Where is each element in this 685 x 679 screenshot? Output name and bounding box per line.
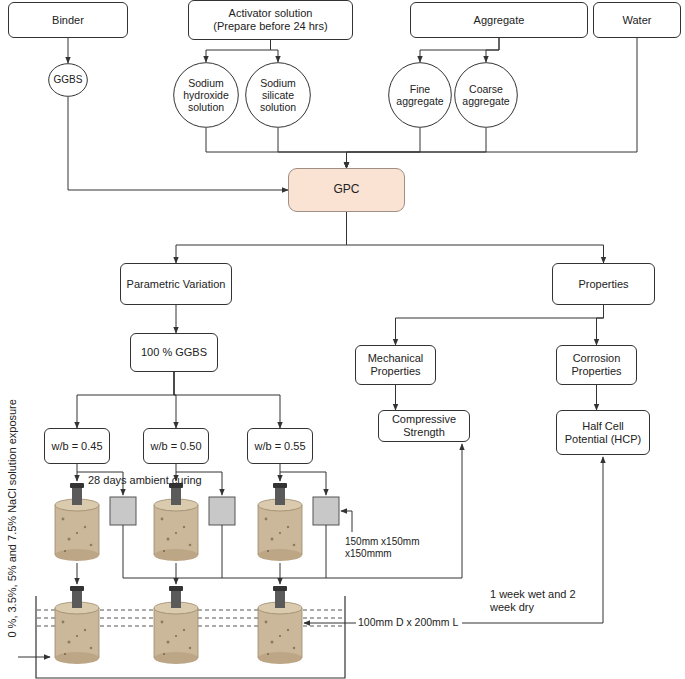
cylinder-specimen <box>55 586 99 664</box>
process-box: Water <box>593 2 681 38</box>
node-text: Binder <box>52 14 84 27</box>
process-box: Activator solution (Prepare before 24 hr… <box>188 0 353 40</box>
cube-specimen <box>110 497 136 525</box>
process-box: Properties <box>552 263 655 305</box>
node-text: Properties <box>578 278 628 291</box>
cylinder-specimen <box>258 586 302 664</box>
cylinder-specimen <box>258 483 302 561</box>
flow-arrow <box>176 305 177 333</box>
material-circle: Sodium silicate solution <box>245 62 311 128</box>
circle-shape <box>174 63 239 128</box>
flow-arrow <box>395 385 396 410</box>
material-circle: Sodium hydroxide solution <box>173 62 239 128</box>
node-text: Parametric Variation <box>127 278 226 291</box>
node-text: w/b = 0.45 <box>51 440 102 453</box>
flow-arrow <box>77 372 174 428</box>
node-text: Mechanical Properties <box>362 352 429 377</box>
material-circle: Coarse aggregate <box>454 62 518 128</box>
process-box: w/b = 0.45 <box>44 428 110 464</box>
flow-arrow <box>68 38 69 63</box>
flow-arrow <box>278 128 347 168</box>
process-box: GPC <box>288 168 405 212</box>
test-line <box>326 525 327 578</box>
node-text: Water <box>623 14 652 27</box>
exposure-arrow <box>176 563 177 584</box>
specimen-illustration <box>18 444 603 678</box>
connector-layer <box>68 38 637 428</box>
node-text: Sodium hydroxide solution <box>181 77 231 113</box>
node-text: Fine aggregate <box>396 83 444 107</box>
flow-arrow <box>176 212 347 263</box>
process-box: Half Cell Potential (HCP) <box>556 410 650 455</box>
test-arrow <box>462 457 603 623</box>
dimension-arrow <box>304 623 356 624</box>
process-box: w/b = 0.50 <box>143 428 209 464</box>
process-box: Corrosion Properties <box>556 345 637 385</box>
annotation-label: 100mm D x 200mm L <box>358 616 468 628</box>
cube-specimen <box>313 497 339 525</box>
flow-arrow <box>396 305 604 345</box>
cube-specimen <box>209 497 235 525</box>
material-circle: GGBS <box>48 63 88 97</box>
flow-arrow <box>596 385 597 410</box>
casting-arrow <box>280 472 326 495</box>
dimension-arrow <box>341 511 352 532</box>
annotation-label: 150mm x150mm x150mmm <box>345 536 457 559</box>
material-circle: Fine aggregate <box>388 62 452 128</box>
circle-shape <box>389 63 452 128</box>
process-box: Mechanical Properties <box>355 345 436 385</box>
flow-arrow <box>347 128 487 168</box>
node-text: Half Cell Potential (HCP) <box>563 420 643 445</box>
node-text: 100 % GGBS <box>141 346 207 359</box>
flow-arrow <box>597 305 604 345</box>
node-text: w/b = 0.50 <box>150 440 201 453</box>
test-arrow <box>123 444 462 578</box>
exposure-arrow <box>18 657 50 658</box>
cylinder-specimen <box>154 586 198 664</box>
process-box: Parametric Variation <box>120 263 232 305</box>
process-box: Binder <box>8 2 128 38</box>
annotation-label: 28 days ambient curing <box>88 474 258 487</box>
process-box: w/b = 0.55 <box>247 428 313 464</box>
process-box: Compressive Strength <box>378 410 470 442</box>
flow-arrow <box>271 40 279 62</box>
test-line <box>222 525 223 578</box>
exposure-arrow <box>280 563 281 584</box>
flow-arrow <box>347 128 421 168</box>
flow-arrow <box>347 38 638 168</box>
circle-shape <box>455 63 518 128</box>
exposure-arrow <box>77 563 78 584</box>
node-text: w/b = 0.55 <box>254 440 305 453</box>
flow-arrow <box>347 212 604 263</box>
node-text: Sodium silicate solution <box>253 77 303 113</box>
process-box: 100 % GGBS <box>130 333 218 372</box>
cylinder-specimen <box>154 483 198 561</box>
node-text: GPC <box>333 183 359 197</box>
flow-arrow <box>420 38 499 62</box>
flow-arrow <box>206 40 271 62</box>
circle-shape <box>49 64 88 97</box>
node-text: Compressive Strength <box>383 413 465 438</box>
node-text: Activator solution (Prepare before 24 hr… <box>207 7 334 32</box>
cylinder-specimen <box>55 483 99 561</box>
flow-arrow <box>206 128 347 168</box>
node-text: Coarse aggregate <box>462 83 510 107</box>
process-box: Aggregate <box>410 2 588 38</box>
exposure-note: 0 %, 3.5%, 5% and 7.5% NaCl solution exp… <box>6 393 19 643</box>
node-text: Corrosion Properties <box>563 352 630 377</box>
annotation-label: 1 week wet and 2 week dry <box>490 588 598 613</box>
node-text: GGBS <box>54 74 83 86</box>
flow-arrow <box>486 38 499 62</box>
node-text: Aggregate <box>474 14 525 27</box>
circle-shape <box>246 63 311 128</box>
flow-arrow <box>174 372 280 428</box>
